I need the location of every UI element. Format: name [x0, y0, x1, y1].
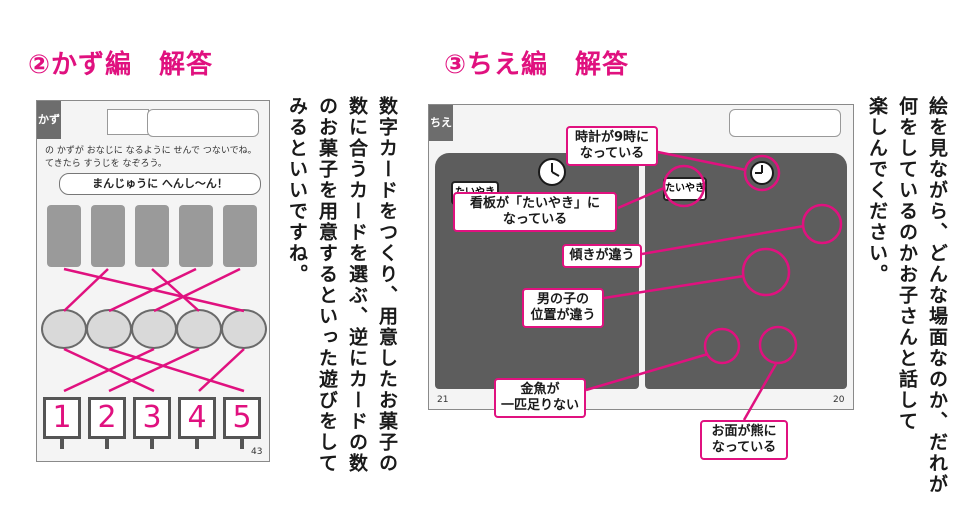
animal-group — [223, 205, 257, 267]
kazu-worksheet-page: かず の かずが おなじに なるように せんで つないでね。てきたら すうじを … — [36, 100, 270, 462]
kazu-description-line: 数字カードをつくり、用意したお菓子の — [376, 96, 398, 474]
sign-pole — [195, 439, 199, 449]
info-box — [147, 109, 259, 137]
animal-group — [91, 205, 125, 267]
chie-description-line: 何をしているのかお子さんと話して — [896, 96, 918, 432]
kazu-description-line: みるといいですね。 — [286, 96, 308, 285]
callout-boy-line: 男の子の — [536, 292, 589, 307]
animal-group — [47, 205, 81, 267]
number-sign-1: 1 — [43, 397, 81, 449]
sign-pole — [150, 439, 154, 449]
sign-pole — [60, 439, 64, 449]
chie-description: 絵を見ながら、どんな場面なのか、だれが 何をしているのかお子さんと話して 楽しん… — [862, 96, 952, 495]
answer-lines — [63, 267, 245, 393]
page-number-left: 21 — [437, 395, 449, 405]
callout-goldfish-line: 一匹足りない — [500, 398, 579, 413]
callout-mask-line: なっている — [711, 440, 777, 455]
info-box — [729, 109, 841, 137]
callout-tilt-line: 傾きが違う — [569, 248, 635, 263]
callout-sign-line: なっている — [502, 212, 568, 227]
callout-sign: 看板が「たいやき」に なっている — [453, 192, 617, 232]
number-sign-2: 2 — [88, 397, 126, 449]
callout-clock-line: 時計が9時に — [574, 130, 650, 145]
kazu-description: 数字カードをつくり、用意したお菓子の 数に合うカードを選ぶ、逆にカードの数 のお… — [282, 96, 402, 474]
callout-clock: 時計が9時に なっている — [566, 126, 658, 166]
right-section-title: ③ちえ編 解答 — [444, 50, 630, 80]
manju-plate — [131, 309, 177, 349]
chie-description-line: 楽しんでください。 — [866, 96, 888, 285]
callout-sign-line: 看板が「たいやき」に — [469, 196, 600, 211]
callout-boy-position: 男の子の 位置が違う — [522, 288, 604, 328]
number-sign-3: 3 — [133, 397, 171, 449]
number-card: 2 — [88, 397, 126, 439]
sign-pole — [105, 439, 109, 449]
speech-bubble: まんじゅうに へんし〜ん！ — [59, 173, 261, 195]
callout-tilt: 傾きが違う — [562, 244, 642, 268]
left-section-title: ②かず編 解答 — [28, 50, 214, 80]
number-card: 5 — [223, 397, 261, 439]
callout-mask: お面が熊に なっている — [700, 420, 788, 460]
callout-boy-line: 位置が違う — [530, 308, 596, 323]
callout-mask-line: お面が熊に — [711, 424, 777, 439]
callout-goldfish: 金魚が 一匹足りない — [494, 378, 586, 418]
number-card: 1 — [43, 397, 81, 439]
chie-tab: ちえ — [429, 105, 453, 141]
manju-plate — [221, 309, 267, 349]
kazu-description-line: 数に合うカードを選ぶ、逆にカードの数 — [346, 96, 368, 474]
number-card: 3 — [133, 397, 171, 439]
page-number-right: 20 — [833, 395, 845, 405]
instructions-text: の かずが おなじに なるように せんで つないでね。てきたら すうじを なぞろ… — [45, 146, 257, 169]
card-illustration — [107, 109, 149, 135]
callout-goldfish-line: 金魚が — [520, 382, 560, 397]
sign-pole — [240, 439, 244, 449]
animal-group — [179, 205, 213, 267]
animal-group — [135, 205, 169, 267]
chie-description-line: 絵を見ながら、どんな場面なのか、だれが — [926, 96, 948, 495]
number-sign-4: 4 — [178, 397, 216, 449]
page-number: 43 — [251, 447, 263, 457]
kazu-tab: かず — [37, 101, 61, 139]
manju-plate — [86, 309, 132, 349]
kazu-description-line: のお菓子を用意するといった遊びをして — [316, 96, 338, 474]
callout-clock-line: なっている — [579, 146, 645, 161]
number-card: 4 — [178, 397, 216, 439]
number-sign-5: 5 — [223, 397, 261, 449]
